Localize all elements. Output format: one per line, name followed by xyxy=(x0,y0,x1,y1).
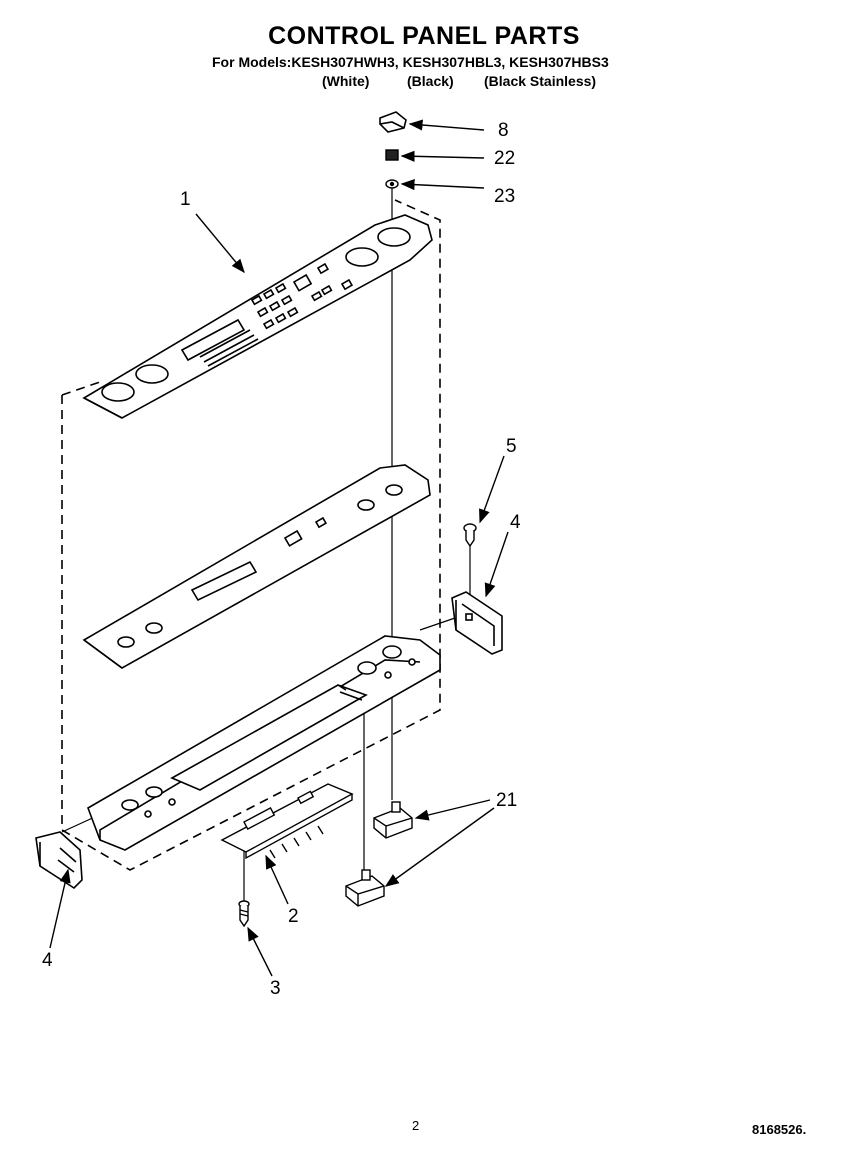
models-line: For Models:KESH307HWH3, KESH307HBL3, KES… xyxy=(212,54,609,70)
part-4-end-cap-left xyxy=(35,831,83,890)
callout-5: 5 xyxy=(506,436,517,457)
part-22-nut xyxy=(385,149,399,161)
callout-4-left: 4 xyxy=(42,950,53,971)
part-2-control-board xyxy=(220,783,354,860)
leader-arrows xyxy=(49,119,509,977)
callout-8: 8 xyxy=(498,120,509,141)
part-4-end-cap-right xyxy=(451,591,503,655)
control-panel-housing xyxy=(87,635,441,851)
variant-black: (Black) xyxy=(407,73,454,89)
part-23-washer xyxy=(385,179,399,189)
part-8-knob xyxy=(379,111,407,133)
callout-2: 2 xyxy=(288,906,299,927)
variant-black-stainless: (Black Stainless) xyxy=(484,73,597,89)
document-number: 8168526. xyxy=(752,1122,807,1137)
callout-1: 1 xyxy=(180,189,191,210)
panel-backing-sheet xyxy=(82,464,431,669)
callout-3: 3 xyxy=(270,978,281,999)
callout-22: 22 xyxy=(494,148,515,169)
page-title: CONTROL PANEL PARTS xyxy=(268,22,580,50)
callout-23: 23 xyxy=(494,186,515,207)
assembly-outline xyxy=(61,199,441,871)
part-21-switch-lower xyxy=(345,869,385,907)
callout-21: 21 xyxy=(496,790,517,811)
part-3-screw xyxy=(238,900,250,928)
page-number: 2 xyxy=(412,1118,420,1133)
part-1-control-overlay xyxy=(82,214,433,419)
part-5-screw xyxy=(463,523,477,548)
part-21-switch-upper xyxy=(373,801,413,839)
variant-white: (White) xyxy=(322,73,370,89)
callout-4-right: 4 xyxy=(510,512,521,533)
